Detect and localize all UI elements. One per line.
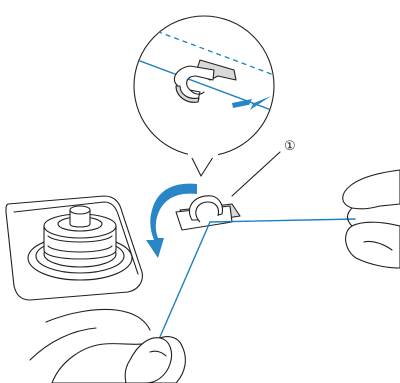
callout-number: ① [284,138,296,153]
callout-leader-line [232,152,280,196]
bobbin-winder-icon [6,196,142,300]
magnified-detail [132,16,282,176]
callout-1: ① [232,138,296,196]
magnifier-circle [134,16,274,156]
hand-icon [30,310,185,383]
thread-down-segment [156,222,210,346]
